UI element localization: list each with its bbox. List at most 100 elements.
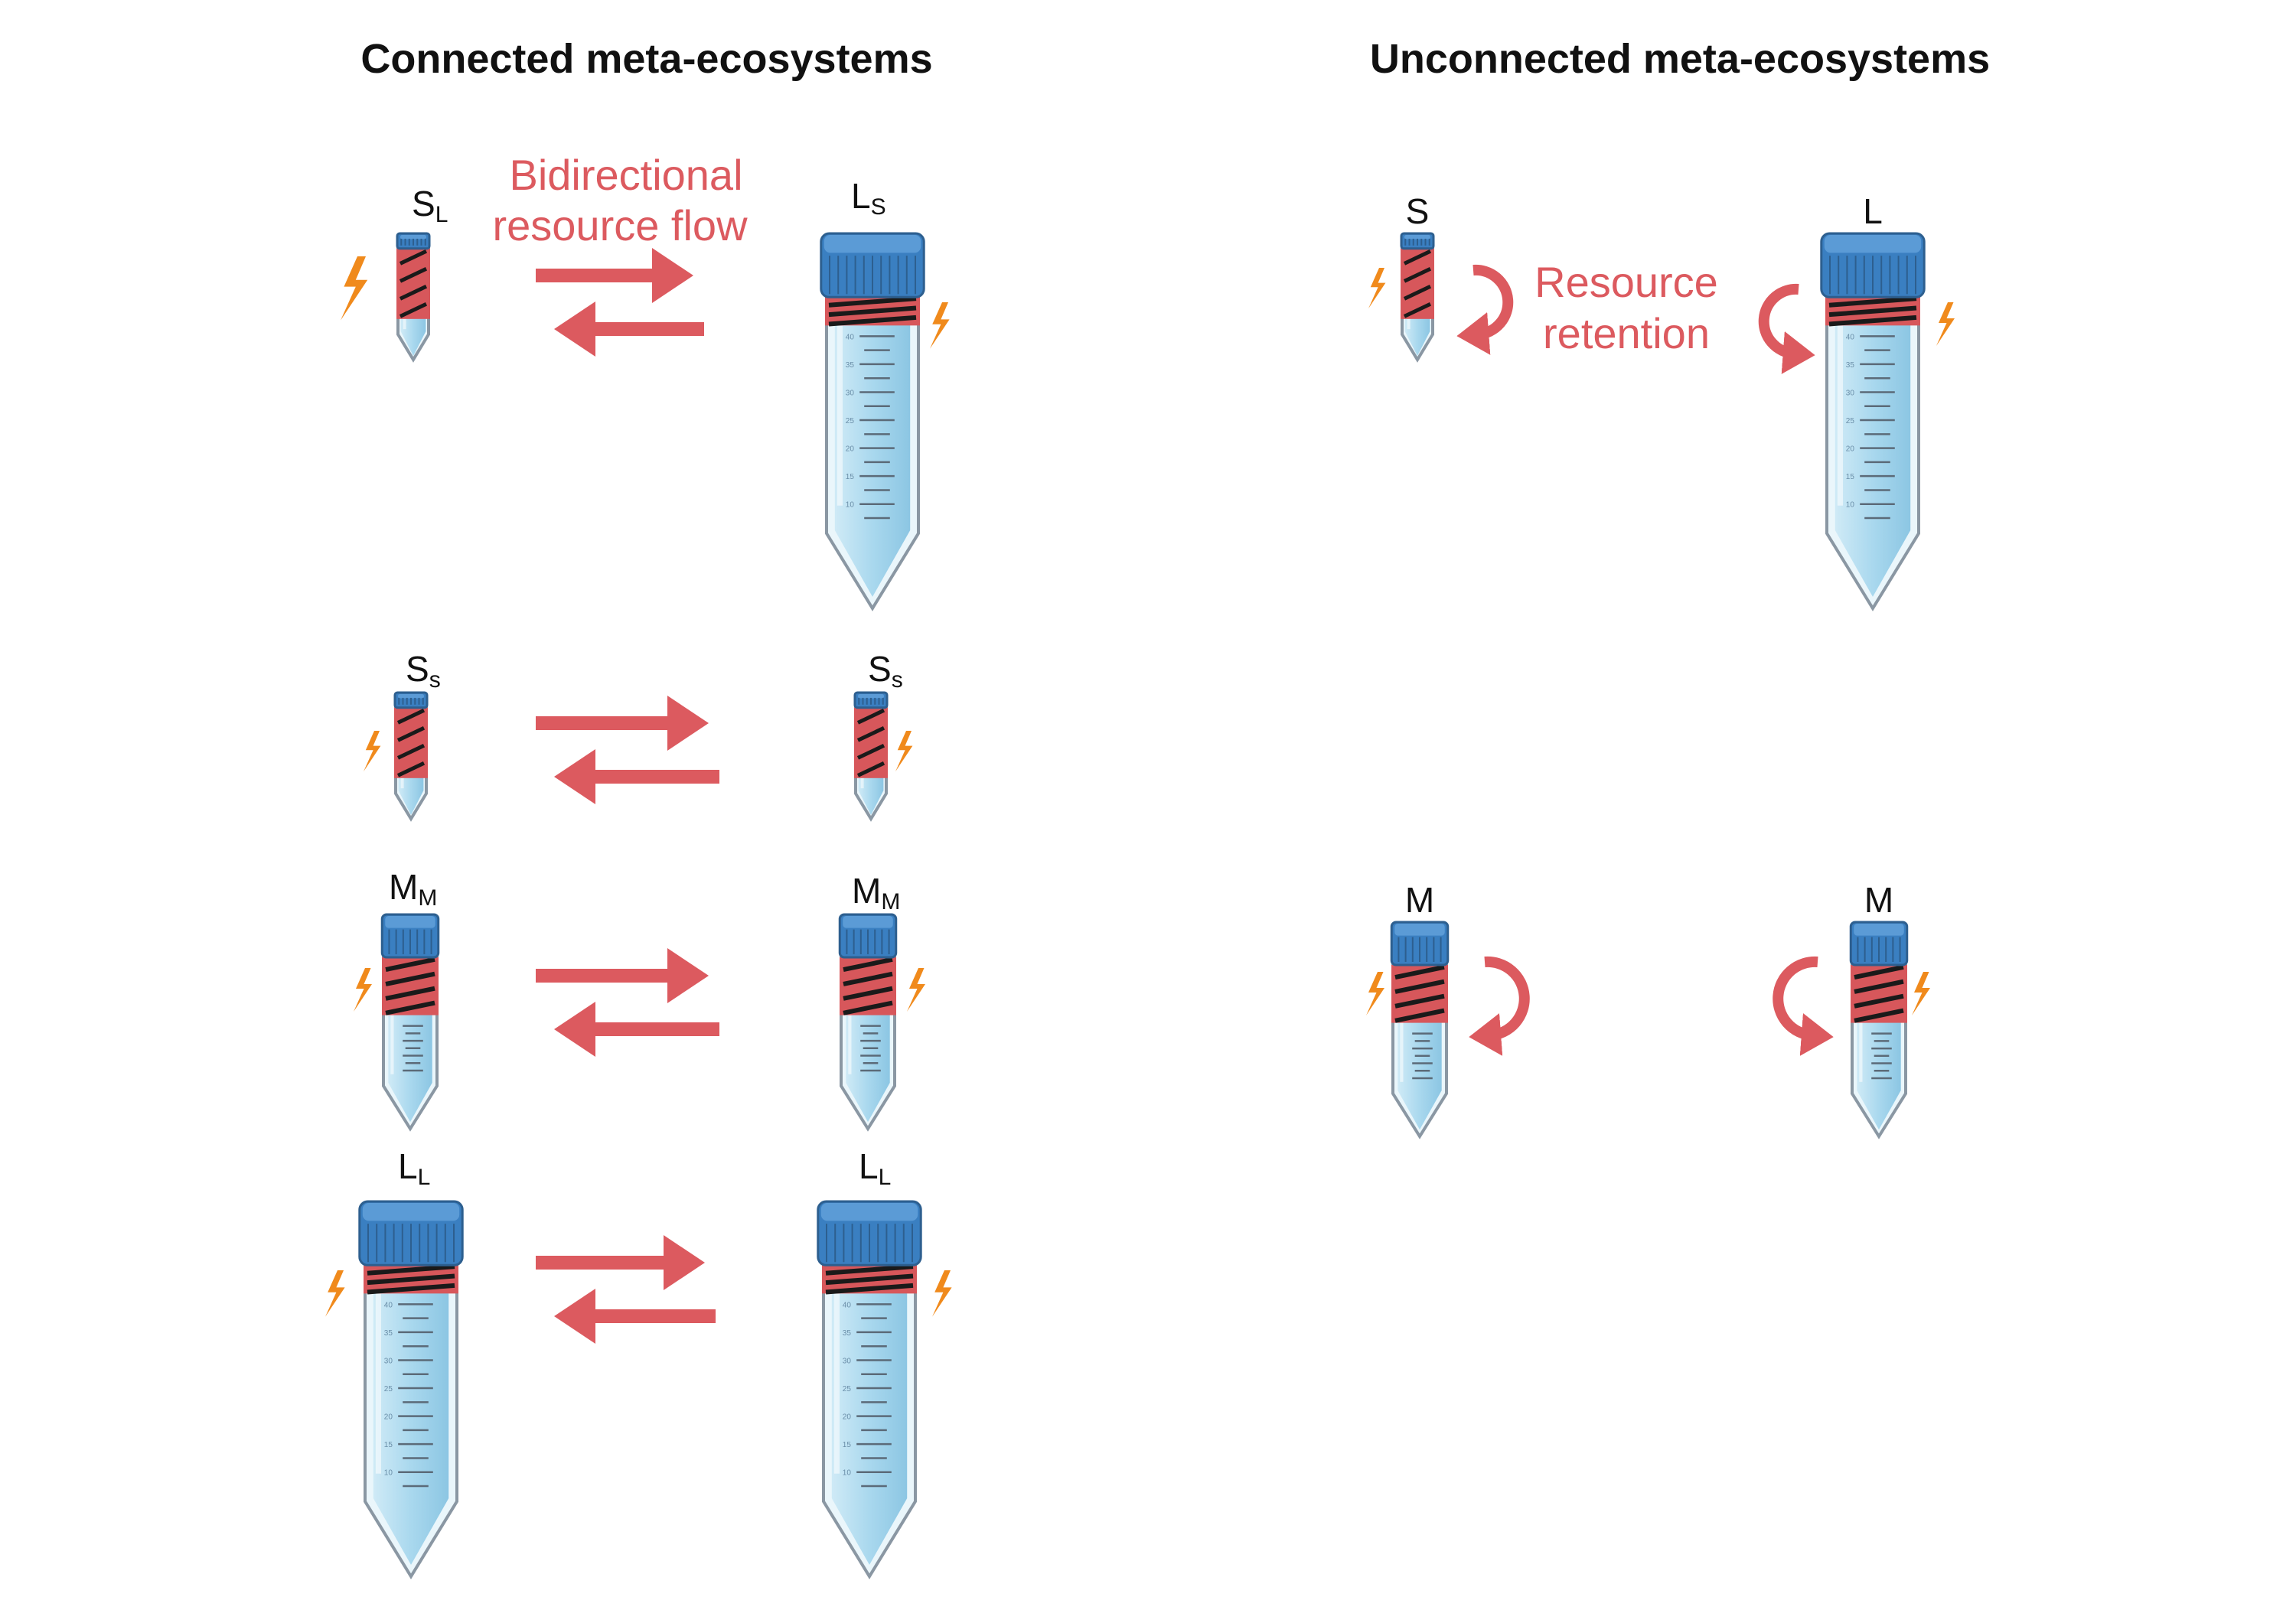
tube-liquid xyxy=(373,1265,449,1565)
tube-connected-4-right: 40 35 30 25 20 15 10 xyxy=(817,1200,922,1579)
graduation-number: 30 xyxy=(1846,389,1855,397)
tube-highlight xyxy=(375,1273,381,1474)
tape-band xyxy=(396,248,430,319)
tube-label-unconnected-m-left: M xyxy=(1405,880,1434,920)
graduation-number: 15 xyxy=(843,1441,852,1449)
graduation-number: 10 xyxy=(1846,501,1855,510)
tape-stripe xyxy=(1854,964,1904,980)
lightning-icon-u-l xyxy=(1936,302,1955,346)
tube-connected-2-left xyxy=(393,691,429,822)
tube-label-connected-1-right: LS xyxy=(851,176,886,220)
retention-label-line2: retention xyxy=(1543,309,1710,357)
bidirectional-label-line2: resource flow xyxy=(492,201,748,249)
tape-stripe xyxy=(1854,993,1904,1009)
tube-cap-top xyxy=(1854,924,1904,936)
lightning-icon-c4-left xyxy=(325,1270,345,1317)
graduation-number: 25 xyxy=(843,1385,852,1393)
graduation-number: 40 xyxy=(384,1301,393,1309)
graduation-number: 10 xyxy=(843,1469,852,1478)
tube-label-connected-3-left: MM xyxy=(389,867,437,911)
retention-label-line1: Resource xyxy=(1534,258,1718,306)
tube-cap-top xyxy=(400,235,426,240)
tape-band xyxy=(854,707,888,778)
tape-stripe xyxy=(825,1273,914,1286)
tube-connected-2-right xyxy=(853,691,889,822)
tape-stripe xyxy=(396,725,426,742)
tape-stripe xyxy=(385,957,435,973)
graduation-number: 30 xyxy=(384,1357,393,1365)
tape-stripe xyxy=(1828,305,1917,318)
tape-stripe xyxy=(1403,266,1432,283)
graduation-number: 10 xyxy=(384,1469,393,1478)
tube-cap-top xyxy=(820,1203,918,1221)
curl-arrow-s xyxy=(1456,264,1514,355)
lightning-icon-c2-left xyxy=(364,731,381,772)
graduation-number: 15 xyxy=(846,473,855,481)
lightning-bolts xyxy=(325,256,1955,1317)
tape-stripe xyxy=(1828,315,1917,327)
tube-liquid xyxy=(831,1265,908,1565)
tube-label-connected-4-right: LL xyxy=(859,1146,891,1190)
tape-stripe xyxy=(828,315,917,327)
tape-stripe xyxy=(399,266,428,283)
tube-highlight xyxy=(833,1273,840,1474)
graduation-number: 20 xyxy=(846,445,855,454)
tube-cap-top xyxy=(1824,235,1922,253)
graduation-number: 20 xyxy=(1846,445,1855,454)
tape-stripe xyxy=(367,1264,455,1276)
graduation-number: 15 xyxy=(1846,473,1855,481)
graduation-number: 35 xyxy=(843,1329,852,1338)
tube-highlight xyxy=(1837,305,1843,506)
tube-label-connected-1-left: SL xyxy=(412,184,448,227)
lightning-icon-u-s xyxy=(1368,268,1386,309)
tube-highlight xyxy=(848,965,852,1074)
curl-arrow-l xyxy=(1758,283,1815,374)
tube-liquid xyxy=(1835,297,1911,597)
tape-stripe xyxy=(399,284,428,301)
graduation-number: 30 xyxy=(843,1357,852,1365)
connected-heading: Connected meta-ecosystems xyxy=(360,36,932,82)
lightning-icon-c1-right xyxy=(930,302,950,349)
tape-stripe xyxy=(843,971,893,986)
tape-stripe xyxy=(1394,993,1445,1009)
tape-band xyxy=(1401,248,1434,319)
tube-cap-top xyxy=(398,694,424,699)
tape-stripe xyxy=(1394,1008,1445,1023)
tape-stripe xyxy=(367,1273,455,1286)
tube-label-unconnected-m-right: M xyxy=(1864,880,1893,920)
tube-cap-top xyxy=(858,694,884,699)
curl-arrow-m-left xyxy=(1469,956,1530,1056)
tape-stripe xyxy=(828,305,917,318)
tape-band xyxy=(394,707,428,778)
tape-stripe xyxy=(1394,964,1445,980)
tube-liquid xyxy=(834,297,911,597)
tube-label-connected-2-left: Ss xyxy=(406,649,441,693)
unconnected-heading: Unconnected meta-ecosystems xyxy=(1370,36,1990,82)
flow-arrows xyxy=(536,248,1834,1344)
tape-stripe xyxy=(843,1000,893,1015)
graduation-number: 35 xyxy=(846,361,855,370)
lightning-icon-c3-left xyxy=(354,968,372,1012)
tube-highlight xyxy=(837,305,843,506)
tube-cap-top xyxy=(1394,924,1445,936)
tube-unconnected-s xyxy=(1400,232,1435,363)
tape-stripe xyxy=(825,1283,914,1295)
tube-highlight xyxy=(1859,973,1863,1082)
graduation-number: 25 xyxy=(1846,417,1855,425)
tape-stripe xyxy=(843,957,893,973)
lightning-icon-u-m-right xyxy=(1912,972,1930,1015)
graduation-number: 30 xyxy=(846,389,855,397)
graduation-number: 35 xyxy=(1846,361,1855,370)
tape-stripe xyxy=(828,296,917,308)
graduation-number: 35 xyxy=(384,1329,393,1338)
tape-stripe xyxy=(399,302,428,318)
tube-unconnected-m-right xyxy=(1849,921,1909,1139)
graduation-number: 20 xyxy=(843,1413,852,1422)
tape-stripe xyxy=(399,249,428,266)
tube-highlight xyxy=(1400,973,1404,1082)
tube-connected-3-left xyxy=(380,913,440,1132)
tape-stripe xyxy=(856,708,885,725)
graduation-number: 40 xyxy=(843,1301,852,1309)
tape-stripe xyxy=(1828,296,1917,308)
graduation-number: 25 xyxy=(846,417,855,425)
